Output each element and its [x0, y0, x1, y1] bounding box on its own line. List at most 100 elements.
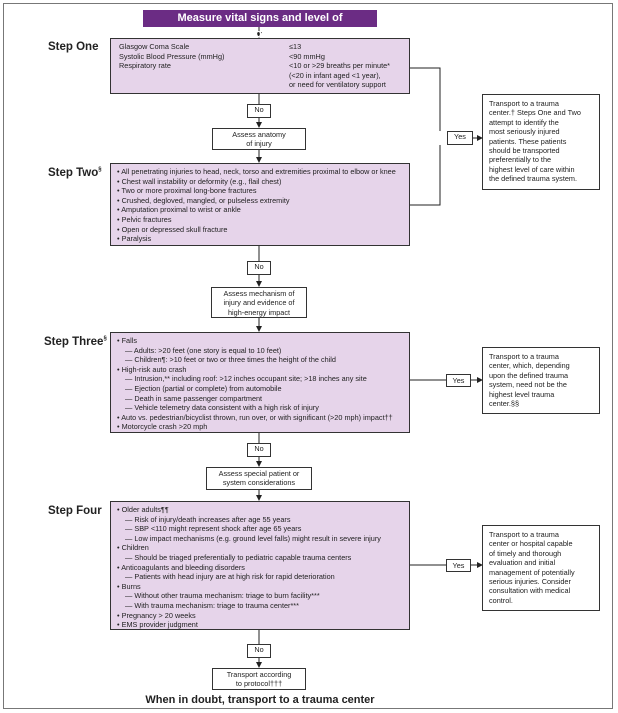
- step-four-label: Step Four: [48, 505, 102, 517]
- criterion-item: Pelvic fractures: [117, 215, 403, 225]
- criterion-subitem: Adults: >20 feet (one story is equal to …: [117, 346, 403, 356]
- criterion-label: Respiratory rate: [119, 61, 171, 71]
- box-line: Assess mechanism of: [223, 289, 295, 298]
- criterion-subitem: Children¶: >10 feet or two or three time…: [117, 355, 403, 365]
- outcome-step-three: Transport to a trauma center, which, dep…: [482, 347, 600, 414]
- outcome-line: the defined trauma system.: [489, 174, 578, 184]
- outcome-line: center or hospital capable: [489, 539, 573, 549]
- outcome-line: center.§§: [489, 399, 520, 409]
- step-two-label: Step Two§: [48, 167, 102, 179]
- step-two-criteria-box: All penetrating injuries to head, neck, …: [110, 163, 410, 246]
- outcome-line: center, which, depending: [489, 361, 570, 371]
- criterion-item: All penetrating injuries to head, neck, …: [117, 167, 403, 177]
- outcome-line: patients. These patients: [489, 136, 567, 146]
- criterion-item: High-risk auto crash: [117, 365, 403, 375]
- criterion-item: Motorcycle crash >20 mph: [117, 422, 403, 432]
- criterion-item: Anticoagulants and bleeding disorders: [117, 563, 403, 573]
- step-one-label: Step One: [48, 41, 99, 53]
- yes-label-1: Yes: [447, 131, 473, 145]
- step-one-criteria-box: Glasgow Coma Scale≤13 Systolic Blood Pre…: [110, 38, 410, 94]
- criterion-label: Glasgow Coma Scale: [119, 42, 190, 51]
- outcome-line: Transport to a trauma: [489, 352, 559, 361]
- step-one-row: Systolic Blood Pressure (mmHg) <90 mmHg: [119, 52, 401, 62]
- assess-anatomy-box: Assess anatomy of injury: [212, 128, 306, 150]
- criterion-item: EMS provider judgment: [117, 620, 403, 630]
- outcome-line: preferentially to the: [489, 155, 552, 165]
- criterion-item: Crushed, degloved, mangled, or pulseless…: [117, 196, 403, 206]
- box-line: system considerations: [222, 478, 296, 488]
- box-line: Assess special patient or: [218, 469, 300, 478]
- criterion-item: Older adults¶¶: [117, 505, 403, 515]
- box-line: Assess anatomy: [232, 130, 286, 139]
- criterion-item: Paralysis: [117, 234, 403, 244]
- figure-frame: [3, 3, 613, 709]
- outcome-line: of timely and thorough: [489, 548, 562, 558]
- no-label-1: No: [247, 104, 271, 118]
- outcome-line: Transport to a trauma: [489, 99, 559, 108]
- outcome-line: should be transported: [489, 146, 560, 156]
- no-label-3: No: [247, 443, 271, 457]
- outcome-step-four: Transport to a trauma center or hospital…: [482, 525, 600, 611]
- outcome-line: consultation with medical: [489, 586, 571, 596]
- criterion-item: Auto vs. pedestrian/bicyclist thrown, ru…: [117, 413, 403, 423]
- outcome-line: highest level trauma: [489, 389, 555, 399]
- criterion-subitem: Intrusion,** including roof: >12 inches …: [117, 374, 403, 384]
- step-four-criteria-box: Older adults¶¶ Risk of injury/death incr…: [110, 501, 410, 630]
- outcome-line: Transport to a trauma: [489, 530, 559, 539]
- line-step1-yes: [410, 67, 441, 131]
- outcome-line: attempt to identify the: [489, 117, 559, 127]
- no-label-2: No: [247, 261, 271, 275]
- box-line: to protocol†††: [235, 679, 283, 689]
- box-line: injury and evidence of: [223, 298, 295, 308]
- line-step2-yes: [410, 145, 441, 206]
- criterion-subitem: Without other trauma mechanism: triage t…: [117, 591, 403, 601]
- step-one-row: Respiratory rate <10 or >29 breaths per m…: [119, 61, 401, 71]
- criterion-item: Children: [117, 543, 403, 553]
- criterion-item: Two or more proximal long-bone fractures: [117, 186, 403, 196]
- assess-special-box: Assess special patient or system conside…: [206, 467, 312, 490]
- outcome-line: center.† Steps One and Two: [489, 108, 581, 118]
- assess-mechanism-box: Assess mechanism of injury and evidence …: [211, 287, 307, 318]
- outcome-line: highest level of care within: [489, 164, 575, 174]
- criterion-subitem: Vehicle telemetry data consistent with a…: [117, 403, 403, 413]
- criterion-subitem: Patients with head injury are at high ri…: [117, 572, 403, 582]
- outcome-line: upon the defined trauma: [489, 370, 569, 380]
- criterion-item: Pregnancy > 20 weeks: [117, 611, 403, 621]
- resp-note-2: or need for ventilatory support: [289, 80, 386, 90]
- criterion-item: Burns: [117, 582, 403, 592]
- criterion-label: Systolic Blood Pressure (mmHg): [119, 51, 225, 61]
- step-one-row: Glasgow Coma Scale≤13: [119, 42, 401, 52]
- yes-label-3: Yes: [446, 374, 471, 387]
- no-label-4: No: [247, 644, 271, 658]
- outcome-steps-one-two: Transport to a trauma center.† Steps One…: [482, 94, 600, 190]
- step-three-criteria-box: Falls Adults: >20 feet (one story is equ…: [110, 332, 410, 433]
- criterion-subitem: Risk of injury/death increases after age…: [117, 515, 403, 525]
- box-line: of injury: [246, 139, 272, 149]
- criterion-subitem: SBP <110 might represent shock after age…: [117, 524, 403, 534]
- criterion-subitem: Death in same passenger compartment: [117, 394, 403, 404]
- criterion-subitem: With trauma mechanism: triage to trauma …: [117, 601, 403, 611]
- box-line: Transport according: [226, 670, 292, 679]
- criterion-value: <10 or >29 breaths per minute*: [289, 61, 391, 71]
- transport-protocol-box: Transport according to protocol†††: [212, 668, 306, 690]
- outcome-line: most seriously injured: [489, 127, 560, 137]
- yes-label-4: Yes: [446, 559, 471, 572]
- outcome-line: serious injuries. Consider: [489, 577, 571, 587]
- header-measure-vitals: Measure vital signs and level of conscio…: [143, 10, 377, 40]
- outcome-line: evaluation and initial: [489, 558, 556, 568]
- step-three-footnote: §: [103, 336, 107, 343]
- criterion-item: Chest wall instability or deformity (e.g…: [117, 177, 403, 187]
- step-two-text: Step Two: [48, 167, 99, 179]
- outcome-line: management of potentially: [489, 567, 575, 577]
- step-three-text: Step Three: [44, 336, 104, 348]
- criterion-value: <90 mmHg: [289, 51, 325, 61]
- outcome-line: control.: [489, 595, 513, 605]
- criterion-subitem: Ejection (partial or complete) from auto…: [117, 384, 403, 394]
- step-two-footnote: §: [98, 167, 102, 174]
- step-three-label: Step Three§: [44, 336, 107, 348]
- criterion-item: Falls: [117, 336, 403, 346]
- resp-note-1: (<20 in infant aged <1 year),: [289, 70, 381, 80]
- criterion-item: Amputation proximal to wrist or ankle: [117, 205, 403, 215]
- criterion-item: Open or depressed skull fracture: [117, 225, 403, 235]
